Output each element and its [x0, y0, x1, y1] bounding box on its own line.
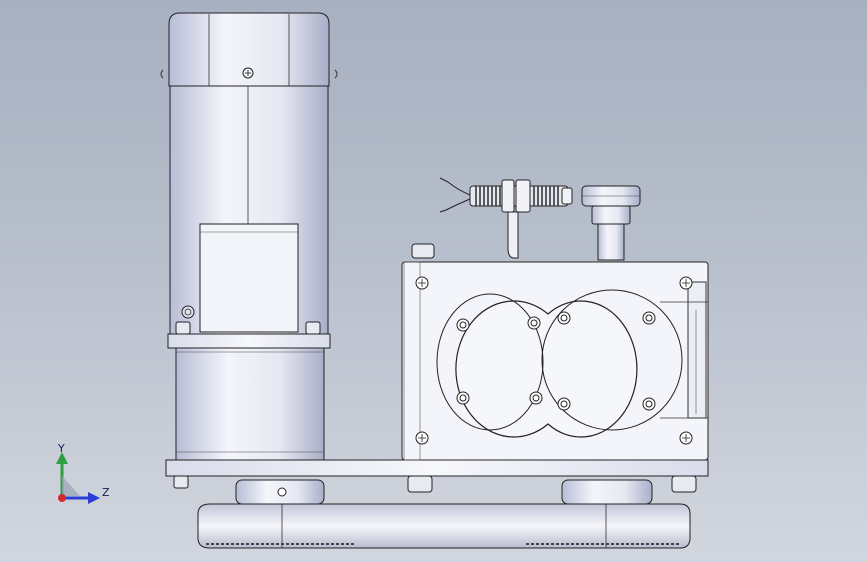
twin-rotor-pump[interactable]	[401, 243, 709, 461]
drive-belt	[197, 503, 691, 549]
z-axis-label: Z	[102, 486, 110, 499]
rotor-bolt-icon	[456, 311, 656, 411]
belt-drive[interactable]	[197, 479, 691, 549]
sensor-bracket	[507, 211, 519, 259]
corner-screw-icon	[415, 276, 693, 445]
driven-pulley-hub	[561, 479, 653, 505]
pressure-gauge[interactable]	[581, 185, 641, 261]
base-plate[interactable]	[165, 459, 709, 493]
axis-triad[interactable]: Y Z	[40, 438, 120, 508]
triad-icon	[56, 452, 100, 504]
rotor-cover	[455, 300, 638, 438]
proximity-sensor[interactable]	[439, 177, 573, 259]
terminal-box	[199, 223, 299, 333]
sensor-cable	[439, 177, 471, 213]
motor-assembly[interactable]	[160, 12, 338, 461]
y-axis-label: Y	[58, 442, 65, 455]
motor-gearbox	[167, 333, 331, 349]
